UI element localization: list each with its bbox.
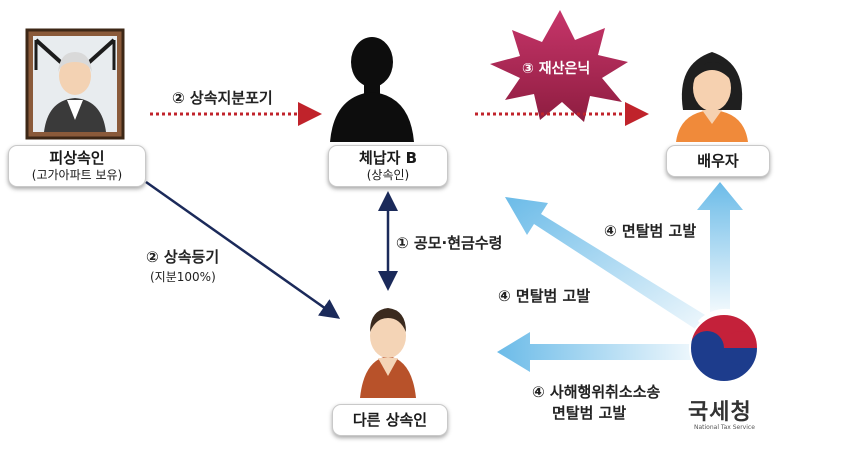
lawsuit-label-line1: ④ 사해행위취소소송 — [532, 383, 661, 401]
deceased-portrait — [25, 28, 125, 140]
taxpayer-box: 체납자 B (상속인) — [328, 145, 448, 187]
spouse-name: 배우자 — [697, 152, 739, 170]
deceased-name: 피상속인 — [49, 149, 105, 167]
hide-assets-label: ③ 재산은닉 — [522, 61, 591, 77]
deceased-box: 피상속인 (고가아파트 보유) — [8, 145, 146, 187]
taxpayer-silhouette — [330, 37, 414, 142]
accuse-spouse-label: ④ 면탈범 고발 — [604, 222, 697, 240]
renounce-label: ② 상속지분포기 — [172, 89, 273, 107]
spouse-figure — [676, 52, 748, 142]
spouse-box: 배우자 — [666, 145, 770, 177]
other-heir-name: 다른 상속인 — [352, 411, 428, 429]
register-label: ② 상속등기 — [146, 248, 220, 266]
other-heir-figure — [360, 308, 416, 398]
cash-label: ① 공모·현금수령 — [396, 234, 503, 252]
accuse-spouse-arrow — [697, 182, 743, 312]
asset-hiding-burst — [490, 10, 628, 122]
taxpayer-note: (상속인) — [366, 168, 410, 182]
other-heir-box: 다른 상속인 — [332, 404, 448, 436]
accuse-taxpayer-label: ④ 면탈범 고발 — [498, 287, 591, 305]
accuse-taxpayer-arrow — [505, 197, 710, 332]
register-note: (지분100%) — [150, 270, 216, 284]
deceased-note: (고가아파트 보유) — [31, 168, 123, 182]
lawsuit-arrow — [497, 332, 700, 372]
agency-name: 국세청 — [688, 400, 752, 425]
nts-logo — [689, 308, 762, 383]
agency-english-name: National Tax Service — [694, 424, 755, 431]
register-arrow — [145, 180, 341, 319]
lawsuit-label-line2: 면탈범 고발 — [552, 404, 627, 422]
taxpayer-name: 체납자 B — [358, 149, 418, 167]
